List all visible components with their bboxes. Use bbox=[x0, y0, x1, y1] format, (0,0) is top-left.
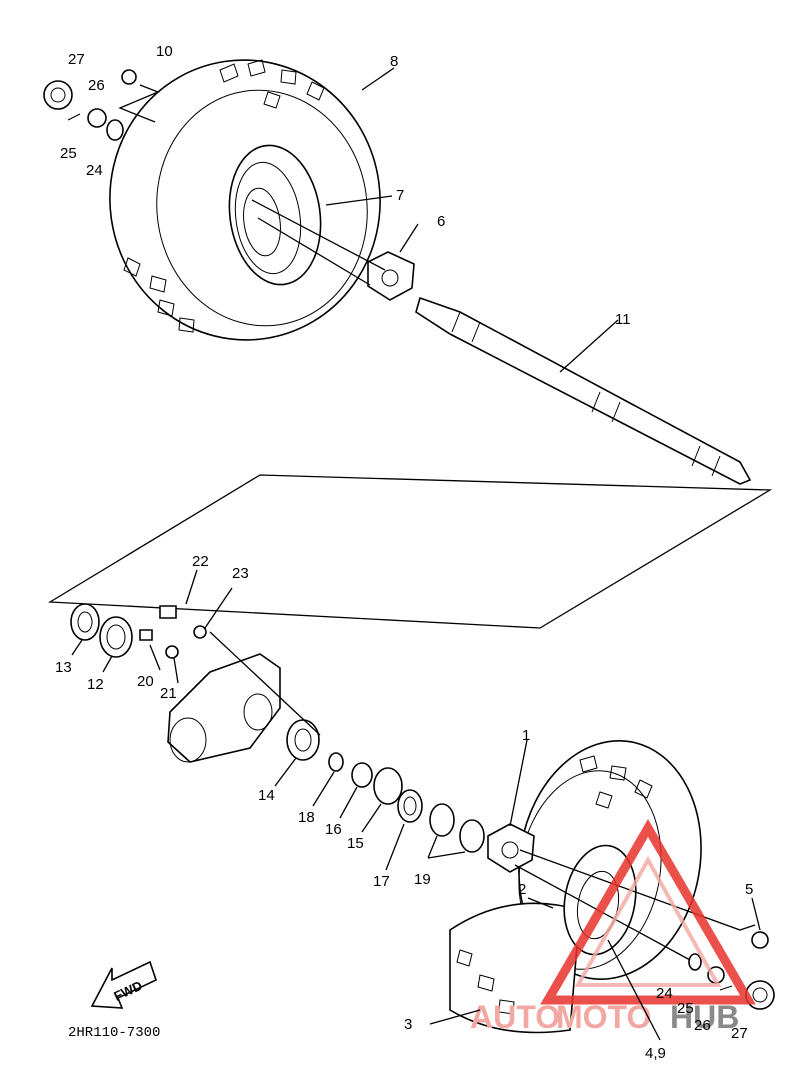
part-label: 24 bbox=[86, 162, 103, 179]
part-label: 1 bbox=[522, 727, 530, 744]
part-label: 25 bbox=[60, 145, 77, 162]
part-label: 21 bbox=[160, 685, 177, 702]
forward-direction-arrow: FWD bbox=[90, 960, 157, 1009]
part-label: 27 bbox=[731, 1025, 748, 1042]
part-label: 26 bbox=[694, 1017, 711, 1034]
diagram-reference-code: 2HR110-7300 bbox=[68, 1025, 160, 1041]
part-label: 27 bbox=[68, 51, 85, 68]
part-label: 13 bbox=[55, 659, 72, 676]
part-label: 24 bbox=[656, 985, 673, 1002]
watermark-hub: HUB bbox=[670, 999, 739, 1035]
watermark-auto: AUTO bbox=[470, 999, 560, 1035]
part-number-labels: 10 26 27 25 24 8 7 6 11 22 23 13 12 20 2… bbox=[55, 43, 753, 1062]
locating-frame bbox=[47, 474, 773, 629]
part-label: 17 bbox=[373, 873, 390, 890]
part-label: 10 bbox=[156, 43, 173, 60]
part-label: 4,9 bbox=[645, 1045, 666, 1062]
part-label: 11 bbox=[615, 311, 631, 328]
upper-hub bbox=[367, 251, 415, 301]
part-label: 14 bbox=[258, 787, 275, 804]
part-label: 12 bbox=[87, 676, 104, 693]
part-label: 3 bbox=[404, 1016, 412, 1033]
part-label: 2 bbox=[518, 881, 526, 898]
part-label: 16 bbox=[325, 821, 342, 838]
part-label: 7 bbox=[396, 187, 404, 204]
part-label: 26 bbox=[88, 77, 105, 94]
part-label: 23 bbox=[232, 565, 249, 582]
part-label: 8 bbox=[390, 53, 398, 70]
rear-axle-shaft bbox=[415, 296, 752, 485]
part-label: 15 bbox=[347, 835, 364, 852]
upper-rim bbox=[228, 144, 322, 286]
part-label: 18 bbox=[298, 809, 315, 826]
part-label: 25 bbox=[677, 1000, 694, 1017]
final-drive-parts bbox=[70, 603, 485, 853]
callout-leaders bbox=[71, 67, 761, 1041]
part-label: 20 bbox=[137, 673, 154, 690]
watermark-moto: MOTO bbox=[556, 999, 651, 1035]
automotohub-watermark: AUTO MOTO HUB bbox=[470, 819, 756, 1035]
upper-fasteners bbox=[43, 69, 137, 141]
part-label: 5 bbox=[745, 881, 753, 898]
lower-fasteners bbox=[688, 931, 775, 1010]
part-label: 22 bbox=[192, 553, 209, 570]
part-label: 19 bbox=[414, 871, 431, 888]
part-label: 6 bbox=[437, 213, 445, 230]
